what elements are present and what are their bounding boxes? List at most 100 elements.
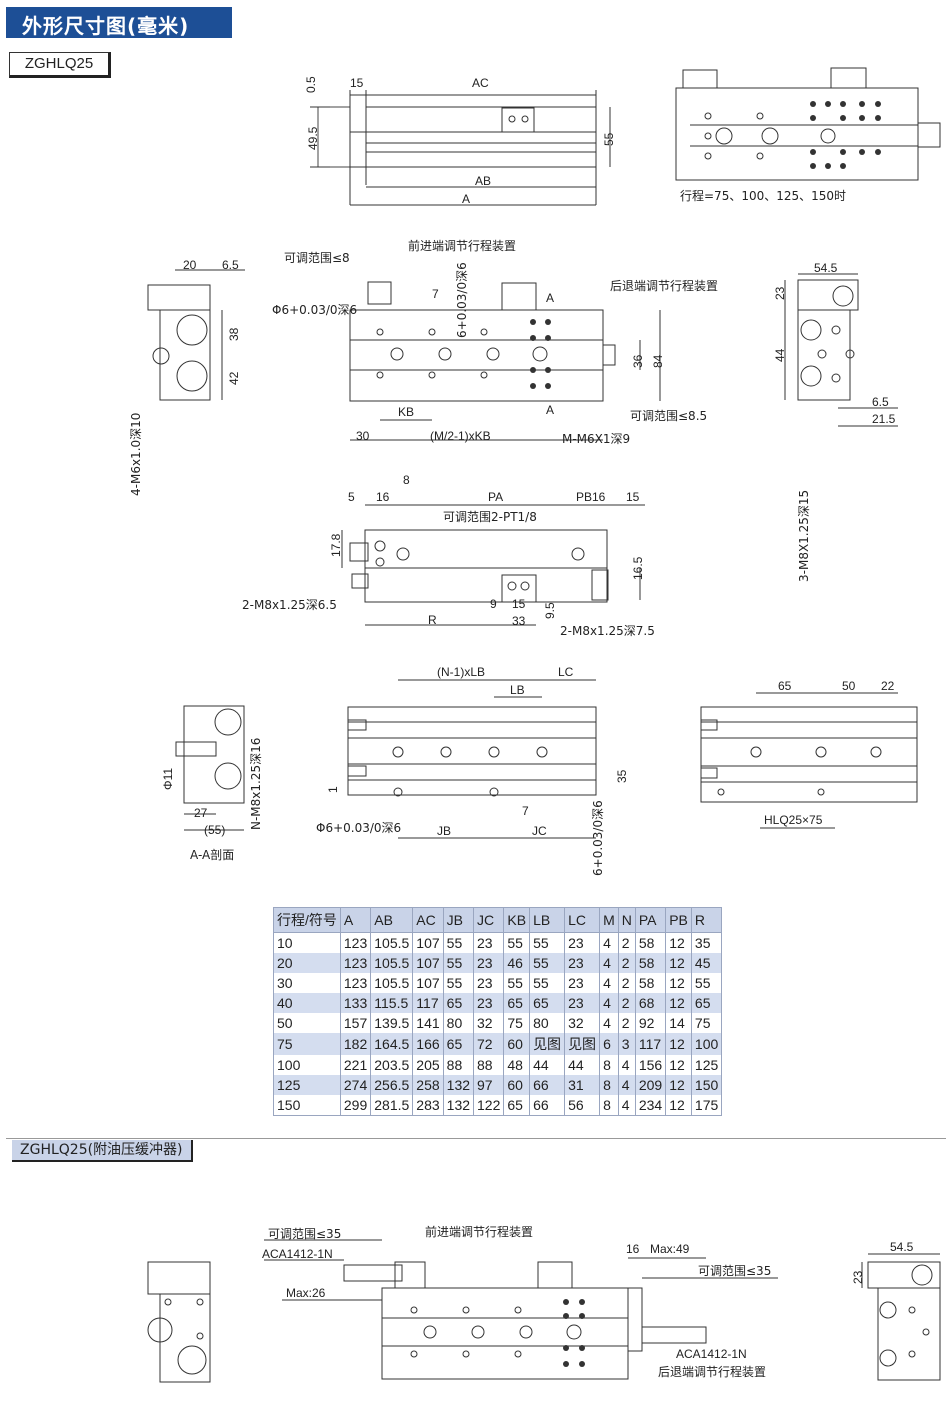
section-divider <box>6 1138 946 1139</box>
dim-9-5: 9.5 <box>543 602 557 619</box>
table-cell: 123 <box>339 953 372 973</box>
table-cell: 2 <box>617 973 636 993</box>
dim-54-5: 54.5 <box>814 261 838 275</box>
depth6-side-note: 6+0.03/0深6 <box>591 800 605 876</box>
dim-15-bottom: 15 <box>626 490 640 504</box>
m8-thread-note-section: N-M8x1.25深16 <box>249 738 263 830</box>
table-cell: 107 <box>412 973 444 993</box>
table-cell: 32 <box>473 1013 505 1033</box>
table-cell: 65 <box>529 993 566 1013</box>
table-cell: 132 <box>442 1095 475 1116</box>
header-bar <box>6 7 232 38</box>
table-cell: 66 <box>529 1095 566 1116</box>
table-cell: 164.5 <box>370 1033 414 1055</box>
table-cell: 156 <box>634 1055 667 1075</box>
table-cell: 203.5 <box>370 1055 414 1075</box>
table-cell: 23 <box>564 932 601 953</box>
table-cell: 68 <box>634 993 667 1013</box>
model-label: ZGHLQ25 <box>9 52 111 78</box>
section2-title: ZGHLQ25(附油压缓冲器) <box>12 1140 193 1162</box>
dim-35: 35 <box>615 769 629 783</box>
table-cell: 58 <box>634 973 667 993</box>
table-cell: 4 <box>617 1075 636 1095</box>
table-cell: 32 <box>564 1013 601 1033</box>
dim-15-center: 15 <box>512 597 526 611</box>
dim-n-lb: (N-1)xLB <box>437 665 485 679</box>
table-cell: 12 <box>665 932 692 953</box>
table-cell: 2 <box>617 993 636 1013</box>
table-cell: 12 <box>665 953 692 973</box>
m8-thread-note-right: 3-M8X1.25深15 <box>797 490 811 582</box>
table-cell: 4 <box>599 993 619 1013</box>
depth6-note: 6+0.03/0深6 <box>455 262 469 338</box>
dim-33: 33 <box>512 614 526 628</box>
table-cell: 115.5 <box>370 993 414 1013</box>
table-cell: 107 <box>412 932 444 953</box>
table-cell: 8 <box>599 1075 619 1095</box>
table-cell: 23 <box>473 973 505 993</box>
table-cell: 40 <box>273 993 341 1013</box>
dim-22: 22 <box>881 679 895 693</box>
table-cell: 105.5 <box>370 953 414 973</box>
table-cell: 2 <box>617 953 636 973</box>
table-cell: 58 <box>634 932 667 953</box>
table-header-cell: LC <box>564 907 601 933</box>
phi6-depth-note: Φ6+0.03/0深6 <box>272 303 357 317</box>
dim-0-5: 0.5 <box>304 76 318 93</box>
m8-thread-6-5: 2-M8x1.25深6.5 <box>242 598 337 612</box>
table-cell: 125 <box>273 1075 341 1095</box>
table-header-cell: AC <box>412 907 444 933</box>
table-cell: 117 <box>412 993 444 1013</box>
table-cell: 44 <box>564 1055 601 1075</box>
table-cell: 274 <box>339 1075 372 1095</box>
table-cell: 166 <box>412 1033 444 1055</box>
table-cell: 20 <box>273 953 341 973</box>
table-cell: 55 <box>442 932 475 953</box>
table-cell: 55 <box>503 973 531 993</box>
dim-23: 23 <box>773 286 787 300</box>
page-title: 外形尺寸图(毫米) <box>22 14 190 38</box>
table-cell: 10 <box>273 932 341 953</box>
table-cell: 2 <box>617 1013 636 1033</box>
table-header-cell: LB <box>529 907 566 933</box>
dim-9: 9 <box>490 597 497 611</box>
dim-55: 55 <box>602 132 616 146</box>
drawing-section-aa <box>175 705 245 831</box>
table-cell: 175 <box>690 1095 723 1116</box>
table-header-cell: JC <box>473 907 505 933</box>
table-cell: 66 <box>529 1075 566 1095</box>
dim-1: 1 <box>326 786 340 793</box>
drawing-side-view <box>347 679 597 839</box>
table-cell: 105.5 <box>370 973 414 993</box>
table-cell: 139.5 <box>370 1013 414 1033</box>
table-cell: 4 <box>599 953 619 973</box>
table-header-cell: M <box>599 907 619 933</box>
dim-30: 30 <box>356 429 370 443</box>
dim-42: 42 <box>227 371 241 385</box>
table-cell: 46 <box>503 953 531 973</box>
table-cell: 4 <box>617 1095 636 1116</box>
table-cell: 55 <box>690 973 723 993</box>
table-cell: 100 <box>273 1055 341 1075</box>
table-cell: 30 <box>273 973 341 993</box>
table-cell: 8 <box>599 1055 619 1075</box>
table-cell: 55 <box>442 953 475 973</box>
drawing-side-left <box>147 269 245 401</box>
table-cell: 281.5 <box>370 1095 414 1116</box>
table-cell: 55 <box>529 953 566 973</box>
drawing-top-main <box>349 281 661 441</box>
table-cell: 80 <box>442 1013 475 1033</box>
table-cell: 23 <box>564 953 601 973</box>
table-cell: 65 <box>442 993 475 1013</box>
dim-r: R <box>428 613 437 627</box>
table-cell: 48 <box>503 1055 531 1075</box>
drawing-buffer-right <box>861 1253 941 1381</box>
dim-16-5: 16.5 <box>631 556 645 580</box>
table-cell: 2 <box>617 932 636 953</box>
m6-thread-depth: M-M6X1深9 <box>562 432 630 446</box>
